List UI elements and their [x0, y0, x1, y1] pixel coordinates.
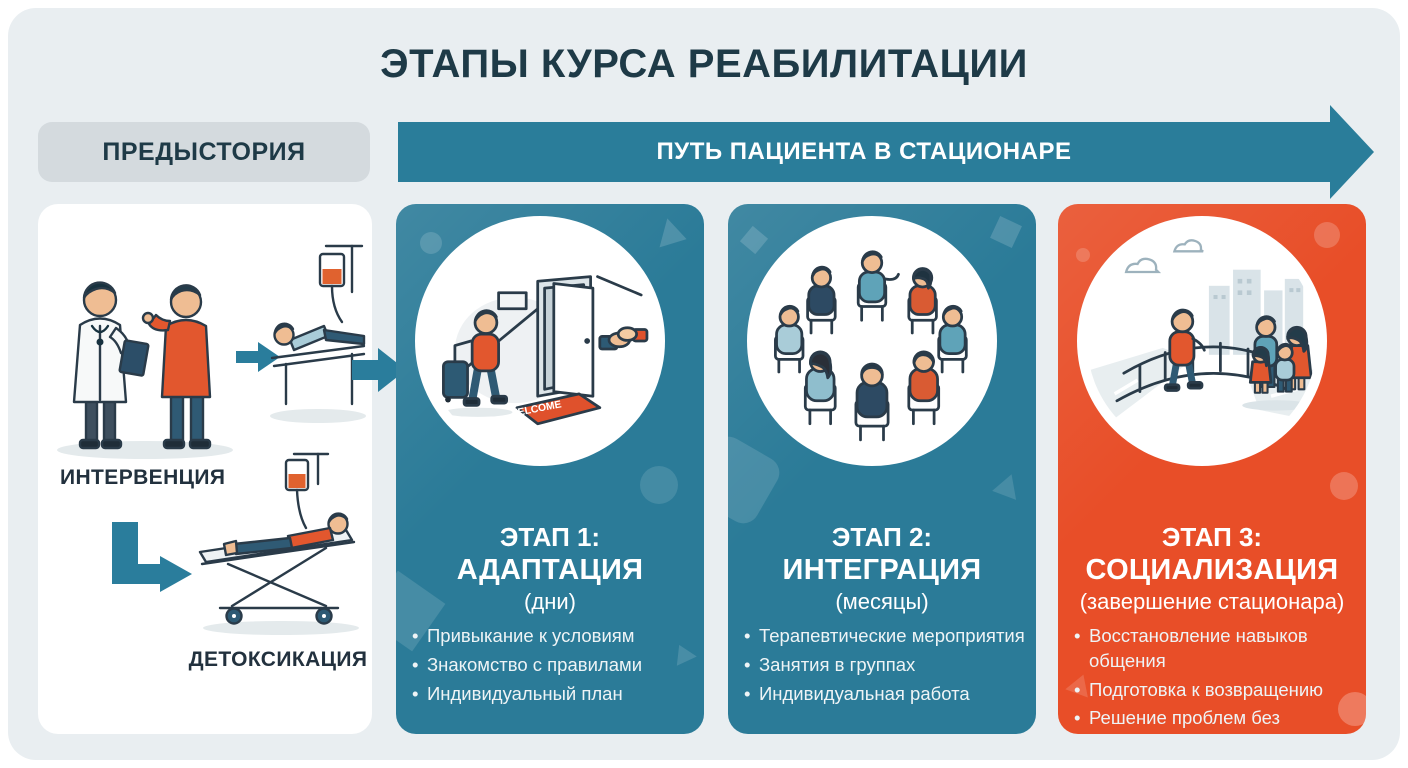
bullet-item: Привыкание к условиям: [410, 624, 694, 649]
infographic-panel: ЭТАПЫ КУРСА РЕАБИЛИТАЦИИ ПРЕДЫСТОРИЯ ПУТ…: [8, 8, 1400, 760]
bullet-item: Знакомство с правилами: [410, 653, 694, 678]
doctor-consult-illustration: [57, 281, 233, 459]
deco-circle: [1330, 472, 1358, 500]
stage-duration: (месяцы): [835, 588, 929, 614]
stage-3-illustration-circle: [1077, 216, 1327, 466]
stage-1-card: WELCOME: [396, 204, 704, 734]
page-title: ЭТАПЫ КУРСА РЕАБИЛИТАЦИИ: [380, 42, 1028, 86]
banner-arrowhead-icon: [1330, 105, 1374, 199]
stage-2-card: ЭТАП 2: ИНТЕГРАЦИЯ (месяцы) Терапевтичес…: [728, 204, 1036, 734]
stage-2-illustration-circle: [747, 216, 997, 466]
bullet-item: Восстановление навыков общения: [1072, 624, 1356, 674]
prehistory-card: ИНТЕРВЕНЦИЯ: [38, 204, 372, 734]
stage-1-bullets: Привыкание к условиям Знакомство с прави…: [410, 624, 694, 710]
stage-3-title: ЭТАП 3: СОЦИАЛИЗАЦИЯ (завершение стацион…: [1058, 522, 1366, 615]
arrival-at-welcome-door-illustration: WELCOME: [442, 275, 649, 426]
prehistory-header: ПРЕДЫСТОРИЯ: [38, 122, 370, 182]
group-therapy-illustration: [774, 250, 968, 442]
bullet-item: Подготовка к возвращению: [1072, 678, 1356, 703]
bullet-item: Индивидуальный план: [410, 682, 694, 707]
bullet-item: Занятия в группах: [742, 653, 1026, 678]
detox-bed-iv-illustration: [270, 244, 366, 423]
stage-3-card: ЭТАП 3: СОЦИАЛИЗАЦИЯ (завершение стацион…: [1058, 204, 1366, 734]
flow-arrow-to-stage1-icon: [352, 348, 406, 392]
bullet-item: Решение проблем без алкоголя: [1072, 706, 1356, 734]
patient-path-banner: ПУТЬ ПАЦИЕНТА В СТАЦИОНАРЕ: [398, 122, 1330, 182]
detoxification-label: ДЕТОКСИКАЦИЯ: [188, 648, 368, 671]
stage-2-bullets: Терапевтические мероприятия Занятия в гр…: [742, 624, 1026, 710]
gurney-patient-illustration: [198, 452, 359, 635]
deco-circle: [1076, 248, 1090, 262]
down-right-arrow-icon: [112, 522, 192, 592]
stage-name: ИНТЕГРАЦИЯ: [782, 553, 982, 586]
flow-arrow-right-icon: [236, 342, 280, 372]
stage-label: ЭТАП 1:: [499, 522, 601, 552]
stage-name: СОЦИАЛИЗАЦИЯ: [1085, 553, 1339, 586]
bridge-to-family-illustration: [1087, 239, 1317, 424]
stage-2-title: ЭТАП 2: ИНТЕГРАЦИЯ (месяцы): [728, 522, 1036, 615]
stage-label: ЭТАП 3:: [1161, 522, 1263, 552]
bullet-item: Индивидуальная работа: [742, 682, 1026, 707]
bullet-item: Терапевтические мероприятия: [742, 624, 1026, 649]
stage-duration: (завершение стационара): [1079, 588, 1345, 614]
deco-triangle: [989, 474, 1017, 504]
stage-duration: (дни): [524, 588, 576, 614]
deco-circle: [420, 232, 442, 254]
deco-circle: [640, 466, 678, 504]
stage-3-bullets: Восстановление навыков общения Подготовк…: [1072, 624, 1356, 734]
stage-1-title: ЭТАП 1: АДАПТАЦИЯ (дни): [396, 522, 704, 615]
deco-circle: [1314, 222, 1340, 248]
intervention-label: ИНТЕРВЕНЦИЯ: [60, 466, 226, 489]
stage-label: ЭТАП 2:: [831, 522, 933, 552]
stage-name: АДАПТАЦИЯ: [456, 553, 644, 586]
stage-1-illustration-circle: WELCOME: [415, 216, 665, 466]
